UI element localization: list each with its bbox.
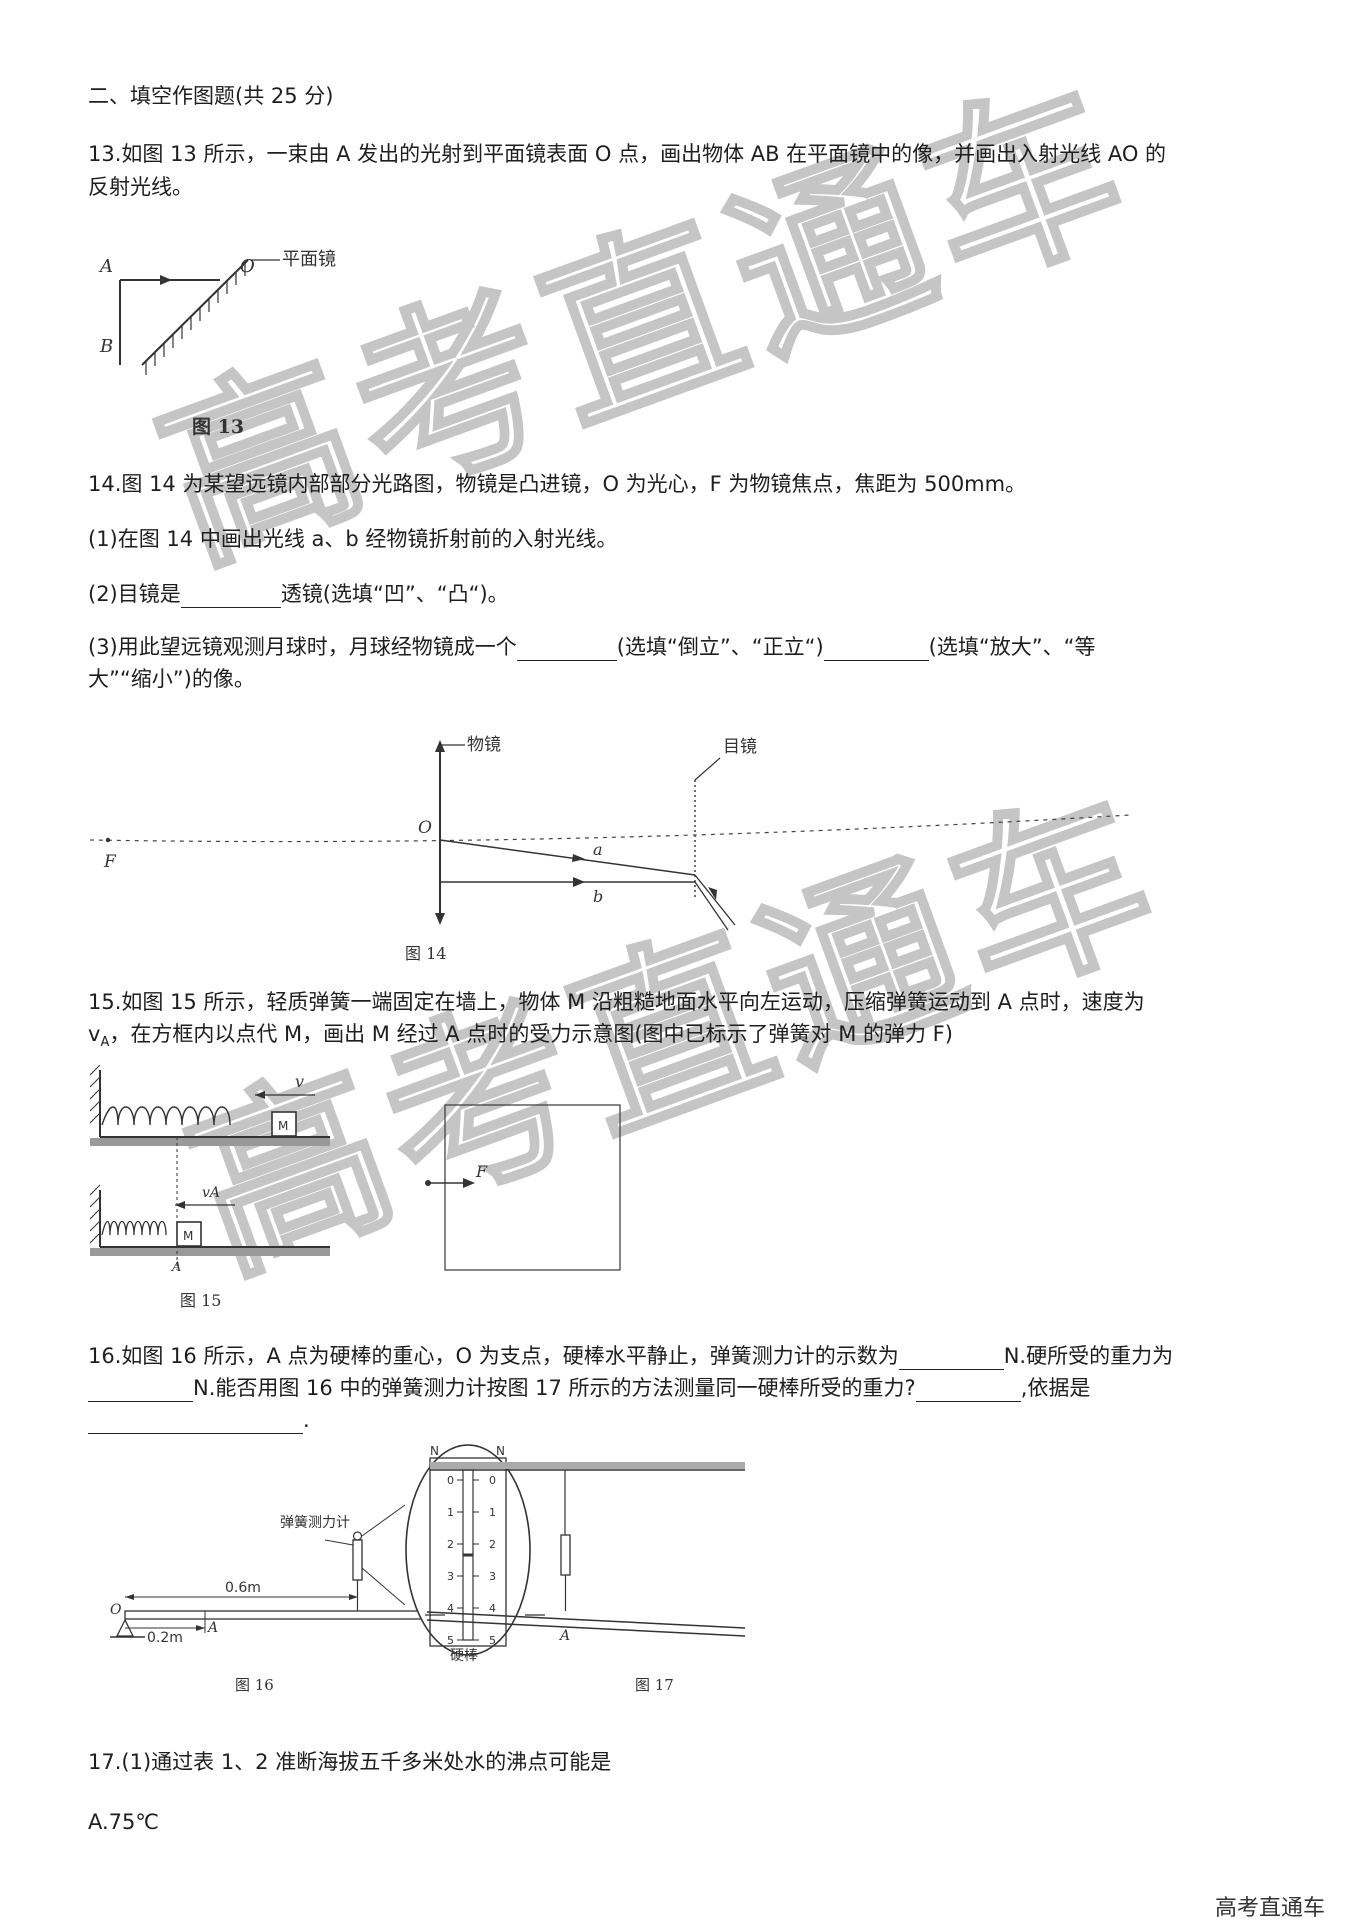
q14-part3-text-b: (选填“倒立”、“正立“) xyxy=(616,635,824,659)
q16-line1-text-b: N.硬所受的重力为 xyxy=(1003,1344,1174,1368)
q16-blank-weight[interactable] xyxy=(88,1379,193,1402)
scale-tick-label-right: 4 xyxy=(489,1602,496,1615)
figure-15: v vA M M A F xyxy=(90,1065,650,1315)
q16-blank-reason[interactable] xyxy=(88,1411,303,1434)
fig14-label-a: a xyxy=(593,840,603,859)
fig16-label-A: A xyxy=(206,1620,218,1636)
q16-line2: N.能否用图 16 中的弹簧测力计按图 17 所示的方法测量同一硬棒所受的重力?… xyxy=(88,1374,1090,1402)
fig15-label-M-top: M xyxy=(278,1119,288,1133)
scale-tick-label-right: 0 xyxy=(489,1474,496,1487)
q15-line1: 15.如图 15 所示，轻质弹簧一端固定在墙上，物体 M 沿粗糙地面水平向左运动… xyxy=(88,990,1145,1014)
q16-blank-yes-no[interactable] xyxy=(915,1379,1021,1402)
q14-part3-text-c: (选填“放大”、“等 xyxy=(928,635,1096,659)
fig16-caption: 图 16 xyxy=(235,1676,274,1694)
figure-13: A B O 平面镜 xyxy=(90,240,410,440)
q13-line2: 反射光线。 xyxy=(88,175,193,199)
q15-line2: vA，在方框内以点代 M，画出 M 经过 A 点时的受力示意图(图中已标示了弹簧… xyxy=(88,1020,953,1057)
fig15-label-M-bottom: M xyxy=(183,1229,193,1243)
fig17-caption: 图 17 xyxy=(635,1676,674,1694)
q14-part2: (2)目镜是 透镜(选填“凹”、“凸“)。 xyxy=(88,580,509,608)
q16-line1-text-a: 16.如图 16 所示，A 点为硬棒的重心，O 为支点，硬棒水平静止，弹簧测力计… xyxy=(88,1344,899,1368)
fig17-label-A: A xyxy=(558,1628,570,1644)
scale-tick-label-left: 3 xyxy=(447,1570,454,1583)
scale-tick-label-right: 3 xyxy=(489,1570,496,1583)
fig14-objective-label: 物镜 xyxy=(467,735,501,755)
scale-tick-label-left: 1 xyxy=(447,1506,454,1519)
q17-option-a: A.75℃ xyxy=(88,1810,159,1834)
scale-tick-label-right: 1 xyxy=(489,1506,496,1519)
fig16-rod-label: 硬棒 xyxy=(450,1648,478,1664)
q14-blank-orientation[interactable] xyxy=(516,638,617,661)
fig15-caption: 图 15 xyxy=(180,1291,222,1310)
scale-ticks: 0 0 1 1 2 2 3 3 4 4 5 5 xyxy=(447,1474,496,1647)
scale-tick-label-right: 2 xyxy=(489,1538,496,1551)
q15-line2-text: ，在方框内以点代 M，画出 M 经过 A 点时的受力示意图(图中已标示了弹簧对 … xyxy=(109,1022,953,1046)
fig16-dist-06: 0.6m xyxy=(225,1580,261,1596)
fig15-label-v: v xyxy=(295,1072,304,1091)
fig16-scale-label: 弹簧测力计 xyxy=(280,1515,350,1531)
q16-line3-end: . xyxy=(303,1408,310,1432)
fig13-mirror-label: 平面镜 xyxy=(282,249,336,270)
fig13-caption: 图 13 xyxy=(192,416,245,438)
figure-14: 物镜 目镜 O F a b xyxy=(80,730,1280,970)
q15-v-symbol: v xyxy=(88,1022,101,1046)
q14-blank-size[interactable] xyxy=(823,638,929,661)
scale-tick-label-left: 2 xyxy=(447,1538,454,1551)
fig16-dist-02: 0.2m xyxy=(147,1630,183,1646)
fig14-caption: 图 14 xyxy=(405,944,447,963)
q13-line1: 13.如图 13 所示，一束由 A 发出的光射到平面镜表面 O 点，画出物体 A… xyxy=(88,142,1167,166)
q14-part2-text-b: 透镜(选填“凹”、“凸“)。 xyxy=(280,582,509,606)
fig15-label-A: A xyxy=(171,1260,181,1275)
q16-blank-reading[interactable] xyxy=(898,1347,1004,1370)
scale-tick-label-right: 5 xyxy=(489,1634,496,1647)
q14-blank-lens-type[interactable] xyxy=(180,585,281,608)
q17-line1: 17.(1)通过表 1、2 准断海拔五千多米处水的沸点可能是 xyxy=(88,1750,612,1774)
scale-tick-label-left: 4 xyxy=(447,1602,454,1615)
q14-part3-line2: 大”“缩小”)的像。 xyxy=(88,667,255,691)
q16-line2-text-a: N.能否用图 16 中的弹簧测力计按图 17 所示的方法测量同一硬棒所受的重力? xyxy=(193,1376,916,1400)
fig14-label-F: F xyxy=(103,852,117,872)
fig14-label-b: b xyxy=(593,887,603,906)
q16-line1: 16.如图 16 所示，A 点为硬棒的重心，O 为支点，硬棒水平静止，弹簧测力计… xyxy=(88,1342,1173,1370)
q14-part3-text-a: (3)用此望远镜观测月球时，月球经物镜成一个 xyxy=(88,635,517,659)
footer-brand: 高考直通车 xyxy=(1214,1896,1325,1921)
q16-line2-text-b: ,依据是 xyxy=(1020,1376,1091,1400)
fig15-label-vA: vA xyxy=(202,1185,220,1201)
fig16-label-O: O xyxy=(110,1602,122,1618)
fig13-label-A: A xyxy=(98,256,113,277)
q14-part2-text-a: (2)目镜是 xyxy=(88,582,181,606)
scale-tick-label-left: 0 xyxy=(447,1474,454,1487)
fig16-unit-left: N xyxy=(430,1444,439,1458)
fig15-label-F: F xyxy=(475,1162,488,1181)
fig14-eyepiece-label: 目镜 xyxy=(723,737,757,757)
fig16-unit-right: N xyxy=(496,1444,505,1458)
q14-part3: (3)用此望远镜观测月球时，月球经物镜成一个 (选填“倒立”、“正立“) (选填“放… xyxy=(88,633,1096,661)
scale-tick-label-left: 5 xyxy=(447,1634,454,1647)
q14-part1: (1)在图 14 中画出光线 a、b 经物镜折射前的入射光线。 xyxy=(88,527,618,551)
section-title: 二、填空作图题(共 25 分) xyxy=(88,84,334,108)
fig13-label-O: O xyxy=(240,256,255,277)
q14-stem: 14.图 14 为某望远镜内部部分光路图，物镜是凸进镜，O 为光心，F 为物镜焦… xyxy=(88,472,1027,496)
fig13-label-B: B xyxy=(99,336,113,357)
fig14-label-O: O xyxy=(418,818,432,838)
q15-v-subscript: A xyxy=(100,1035,110,1051)
q16-line3: . xyxy=(88,1406,310,1434)
